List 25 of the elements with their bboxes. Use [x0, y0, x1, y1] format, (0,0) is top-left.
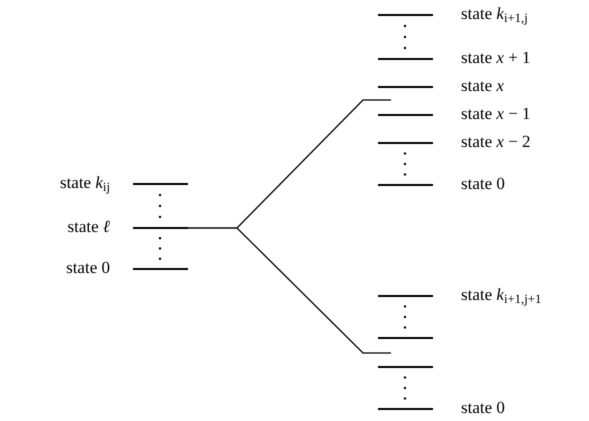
energy-level-line	[378, 366, 433, 368]
state-label: state 0	[461, 398, 505, 418]
energy-level-line	[378, 295, 433, 296]
branching-line	[188, 227, 391, 354]
state-label: state x + 1	[461, 48, 531, 68]
state-label: state x − 1	[461, 104, 531, 124]
energy-level-line	[378, 184, 433, 186]
state-label: state k$_{i+1,j+1}$	[461, 285, 542, 305]
energy-level-line	[378, 408, 433, 410]
state-label: state 0	[66, 258, 110, 278]
state-label: state x − 2	[461, 132, 531, 152]
energy-level-line	[378, 337, 433, 338]
energy-level-line	[378, 14, 433, 16]
state-label: state k$_{i+1,j}$	[461, 4, 528, 24]
energy-level-line	[378, 142, 433, 144]
state-label: state x	[461, 76, 504, 96]
state-label: state ℓ	[68, 217, 110, 237]
energy-level-line	[133, 183, 188, 184]
energy-level-line	[378, 58, 433, 60]
state-label: state k$_{ij}$	[60, 173, 110, 193]
state-label: state 0	[461, 174, 505, 194]
energy-level-line	[133, 227, 188, 228]
energy-level-line	[378, 114, 433, 116]
energy-level-line	[133, 268, 188, 270]
energy-level-line	[378, 86, 433, 88]
